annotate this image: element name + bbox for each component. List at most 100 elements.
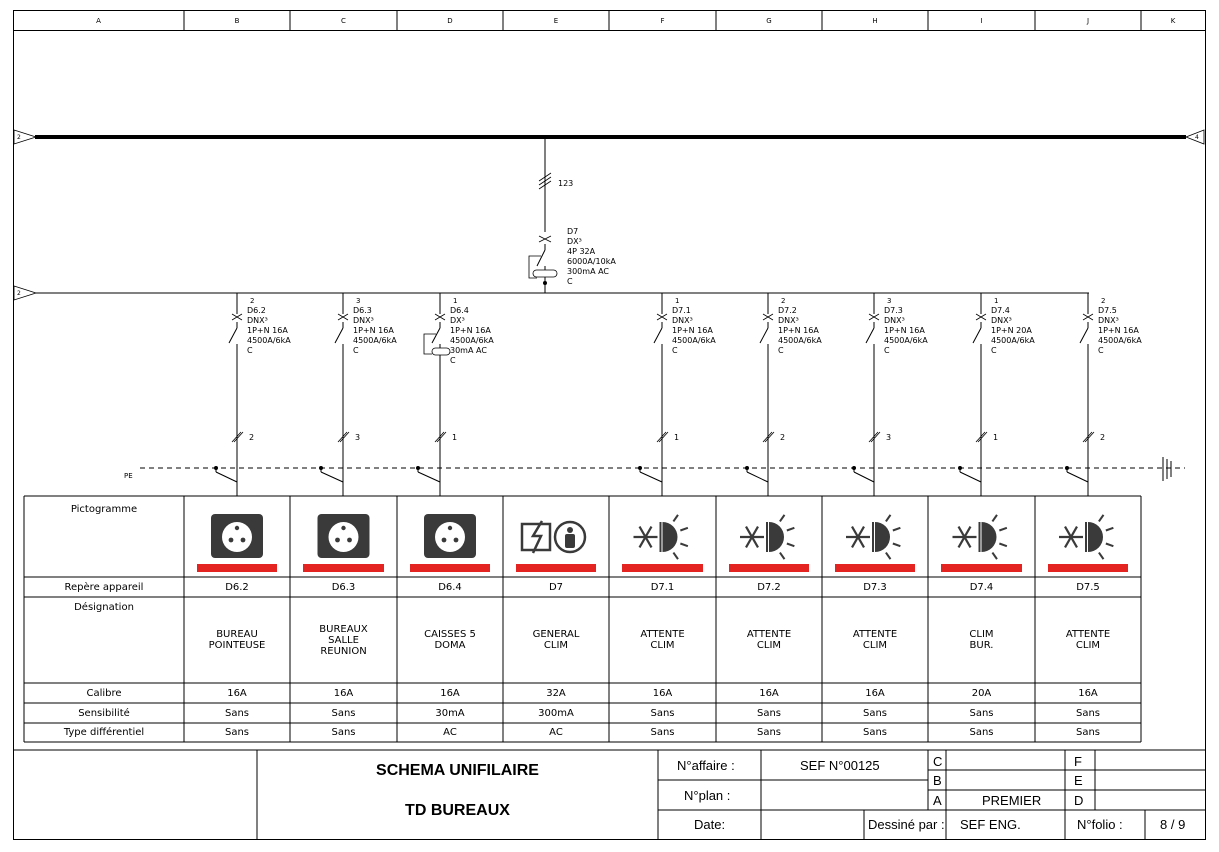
main-breaker-label: 300mA AC: [567, 267, 609, 276]
cell-sensibilite: Sans: [756, 707, 782, 719]
cable-tick: [538, 176, 552, 186]
cell-designation: ATTENTE CLIM: [1065, 629, 1111, 651]
grid-column-h: H: [872, 17, 877, 25]
branch-breaker-label: DNX³: [991, 316, 1012, 325]
cell-type: Sans: [224, 727, 250, 738]
branch-cable-label: 2: [780, 433, 785, 442]
pe-tap: [320, 471, 344, 483]
cell-repere: D7.4: [969, 581, 994, 593]
red-status-bar: [197, 564, 277, 572]
folio-value: 8 / 9: [1160, 817, 1186, 832]
branch-breaker-label: 4500A/6kA: [884, 336, 928, 345]
red-status-bar: [622, 564, 703, 572]
branch-breaker-label: 1P+N 16A: [247, 326, 288, 335]
sun-ray: [999, 542, 1008, 548]
branch-phase-ref: 2: [250, 297, 254, 305]
drawing-subtitle: TD BUREAUX: [405, 802, 510, 819]
branch-breaker-cross-icon: [656, 313, 668, 321]
revision-c: C: [933, 754, 943, 769]
branch-breaker-label: C: [450, 356, 456, 365]
branch-breaker-label: 1P+N 16A: [1098, 326, 1139, 335]
cell-repere: D6.3: [331, 581, 356, 593]
row-label-designation: Désignation: [74, 601, 134, 613]
row-label-pictogramme: Pictogramme: [70, 503, 138, 515]
pe-tap: [417, 471, 441, 483]
cable-tick: [658, 431, 669, 443]
snow-arm: [638, 526, 653, 548]
branch-breaker-label: 4500A/6kA: [1098, 336, 1142, 345]
sun-half: [981, 522, 997, 552]
branch-cable-label: 1: [993, 433, 998, 442]
grid-column-d: D: [447, 17, 452, 25]
sun-ray: [779, 551, 786, 560]
socket-icon: [303, 514, 384, 572]
cell-sensibilite: Sans: [862, 707, 888, 719]
branch-breaker-cross-icon: [762, 313, 774, 321]
cell-sensibilite: Sans: [1075, 707, 1101, 719]
cell-repere: D7.1: [650, 581, 675, 593]
branch-breaker-label: 4500A/6kA: [672, 336, 716, 345]
branch-breaker-label: D7.2: [778, 306, 797, 315]
sun-half: [769, 522, 784, 552]
socket-pin: [347, 537, 352, 543]
cable-tick: [337, 431, 348, 443]
cell-designation: CAISSES 5 DOMA: [424, 629, 476, 651]
sun-half: [1088, 522, 1103, 552]
grid-column-f: F: [660, 17, 664, 25]
grid-column-a: A: [96, 17, 101, 25]
cell-sensibilite: Sans: [969, 707, 994, 719]
sun-ray: [786, 526, 795, 532]
affaire-label: N°affaire :: [677, 758, 735, 773]
sun-ray: [1098, 551, 1105, 560]
pe-junction: [416, 466, 420, 470]
sun-ray: [672, 551, 679, 560]
branch-breaker-cross-icon: [1082, 313, 1094, 321]
branch-blade: [865, 327, 875, 344]
snow-arm: [745, 526, 759, 548]
grid-column-k: K: [1171, 17, 1176, 25]
folio-label: N°folio :: [1077, 817, 1123, 832]
cell-designation: ATTENTE CLIM: [852, 629, 898, 651]
branch-breaker-label: 1P+N 16A: [884, 326, 925, 335]
branch-cable-label: 2: [249, 433, 254, 442]
branch-breaker-label: D7.3: [884, 306, 903, 315]
cell-calibre: 16A: [865, 687, 885, 699]
diff-bolt: [530, 520, 544, 554]
branch-breaker-label: C: [884, 346, 890, 355]
cable-tick: [339, 431, 350, 443]
grid-column-e: E: [554, 17, 558, 25]
revision-a: A: [933, 793, 942, 808]
hvac-icon: [835, 514, 915, 572]
cell-calibre: 16A: [652, 687, 673, 699]
cable-tick: [762, 431, 773, 443]
cell-repere: D7: [548, 581, 564, 593]
branch-cable-label: 2: [1100, 433, 1105, 442]
socket-face: [222, 522, 252, 552]
cable-tick: [764, 431, 775, 443]
feeder-arrow-icon: [13, 285, 38, 301]
branch-breaker-cross-icon: [975, 313, 987, 321]
branch-breaker-cross-icon: [337, 313, 349, 321]
branch-breaker-label: DNX³: [884, 316, 905, 325]
snow-arm: [851, 526, 865, 548]
rcd-link: [423, 333, 436, 355]
sun-ray: [885, 514, 892, 523]
pe-tap: [746, 471, 769, 483]
red-status-bar: [303, 564, 384, 572]
branch-breaker-label: 1P+N 16A: [672, 326, 713, 335]
cell-calibre: 20A: [971, 687, 992, 699]
cable-tick: [538, 180, 552, 190]
red-status-bar: [1048, 564, 1128, 572]
main-junction: [543, 281, 547, 285]
branch-breaker-label: DNX³: [672, 316, 693, 325]
hvac-icon: [941, 514, 1022, 572]
main-breaker-label: DX³: [567, 237, 582, 246]
row-label-repere: Repère appareil: [64, 581, 144, 593]
branch-breaker-label: D6.3: [353, 306, 372, 315]
branch-breaker-label: 4500A/6kA: [778, 336, 822, 345]
cell-repere: D6.2: [225, 581, 249, 593]
sun-ray: [680, 542, 689, 548]
snow-arm: [1064, 526, 1078, 548]
sun-ray: [892, 542, 901, 548]
